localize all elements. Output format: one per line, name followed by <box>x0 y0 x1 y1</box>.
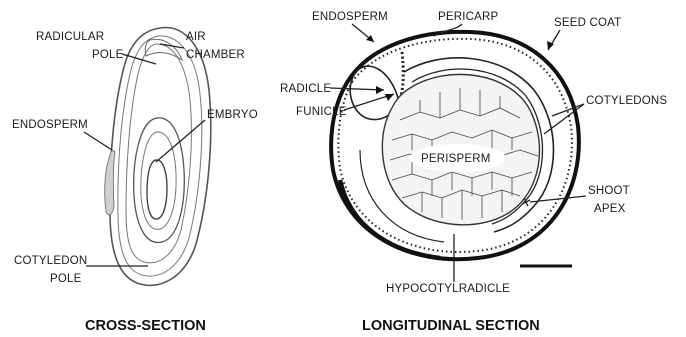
label-cotyledon-pole-line1: COTYLEDON <box>14 255 87 267</box>
label-radicle: RADICLE <box>280 83 331 95</box>
label-embryo: EMBRYO <box>207 109 258 121</box>
caption-cross-section: CROSS-SECTION <box>85 318 206 334</box>
label-cotyledon-pole-line2: POLE <box>50 273 82 285</box>
endosperm-patch <box>105 150 115 215</box>
arrow-funicle <box>385 94 394 101</box>
embryo-inner-core <box>147 160 167 219</box>
caption-longitudinal-section: LONGITUDINAL SECTION <box>362 318 540 334</box>
leader-radicle <box>330 88 384 90</box>
label-hypocotyl-radicle: HYPOCOTYLRADICLE <box>386 283 510 295</box>
label-funicle: FUNICLE <box>296 106 347 118</box>
cross-section-outer-outline <box>110 28 211 286</box>
label-endosperm-cross: ENDOSPERM <box>12 119 88 131</box>
label-radicular-pole-line2: POLE <box>92 49 124 61</box>
label-endosperm-longitudinal: ENDOSPERM <box>312 11 388 23</box>
label-shoot-apex-line2: APEX <box>594 203 626 215</box>
leader-cotyledons-upper <box>552 104 584 116</box>
arrow-radicle <box>376 86 384 94</box>
embryo-middle-ring <box>141 132 176 229</box>
cross-section-diagram: RADICULAR POLE AIR CHAMBER ENDOSPERM EMB… <box>12 28 258 286</box>
label-pericarp: PERICARP <box>438 11 499 23</box>
label-air-chamber-line1: AIR <box>186 31 206 43</box>
air-chamber-shape <box>145 39 182 60</box>
label-perisperm: PERISPERM <box>421 153 491 165</box>
leader-endosperm-cross <box>84 132 112 150</box>
label-cotyledons: COTYLEDONS <box>586 95 667 107</box>
cross-section-layer-1 <box>118 36 202 276</box>
label-seed-coat: SEED COAT <box>554 17 621 29</box>
label-shoot-apex-line1: SHOOT <box>588 185 630 197</box>
leader-embryo <box>156 120 205 162</box>
label-air-chamber-line2: CHAMBER <box>186 49 245 61</box>
leader-shoot-apex <box>530 196 586 202</box>
longitudinal-section-diagram: ENDOSPERM PERICARP SEED COAT RADICLE FUN… <box>280 11 667 295</box>
label-radicular-pole-line1: RADICULAR <box>36 31 104 43</box>
